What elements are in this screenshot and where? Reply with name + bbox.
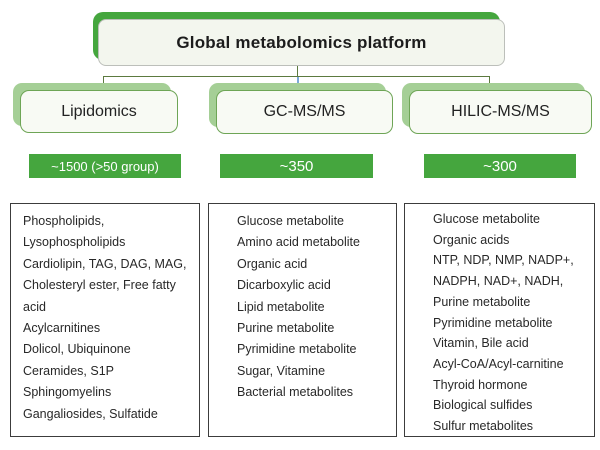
connector-drop-lipidomics [103,77,104,84]
branch-hilic-box: HILIC-MS/MS [409,90,592,134]
list-item: Glucose metabolite [237,214,345,228]
list-item: Biological sulfides [433,398,533,413]
count-badge-gcms: ~350 [220,154,373,178]
branch-lipidomics-label: Lipidomics [61,102,137,120]
list-item: NADPH, NAD+, NADH, [433,274,564,289]
list-item: Bacterial metabolites [237,385,354,400]
list-item: Amino acid metabolite [237,235,360,250]
list-item: Dicarboxylic acid [237,278,331,293]
list-item: Gangaliosides, Sulfatide [23,406,158,421]
connector-root-stub [297,66,298,76]
branch-lipidomics-box: Lipidomics [20,90,178,133]
list-item: Sphingomyelins [23,385,112,400]
list-item: Sulfur metabolites [433,419,534,434]
list-item: Purine metabolite [433,294,531,309]
list-item: Phospholipids, [23,214,105,228]
diagram-title: Global metabolomics platform [176,32,427,52]
list-item: Pyrimidine metabolite [237,342,357,357]
list-item: Organic acids [433,232,510,247]
list-item: Pyrimidine metabolite [433,315,553,330]
list-item: Lysophospholipids [23,235,126,250]
branch-hilic-label: HILIC-MS/MS [451,103,550,120]
count-badge-hilic: ~300 [424,154,576,178]
list-item: Cardiolipin, TAG, DAG, MAG, [23,256,187,271]
list-item: Cholesteryl ester, Free fatty acid [23,278,176,314]
list-item: Lipid metabolite [237,299,325,314]
list-item: Organic acid [237,256,308,271]
list-item: Acylcarnitines [23,321,101,336]
list-item: Ceramides, S1P [23,363,115,378]
list-item: Dolicol, Ubiquinone [23,342,131,357]
list-item: Purine metabolite [237,321,335,336]
root-box: Global metabolomics platform [98,19,505,66]
list-item: Acyl-CoA/Acyl-carnitine [433,356,564,371]
list-item: NTP, NDP, NMP, NADP+, [433,253,574,268]
list-item: Vitamin, Bile acid [433,336,529,351]
branch-gcms-label: GC-MS/MS [263,103,346,120]
count-badge-lipidomics: ~1500 (>50 group) [29,154,181,178]
list-item: Thyroid hormone [433,377,528,392]
connector-horizontal [103,76,490,77]
connector-drop-hilic [489,77,490,84]
branch-gcms-box: GC-MS/MS [216,90,393,134]
connector-drop-gcms [297,77,299,85]
list-item: Sugar, Vitamine [237,363,326,378]
list-item: Glucose metabolite [433,212,541,226]
